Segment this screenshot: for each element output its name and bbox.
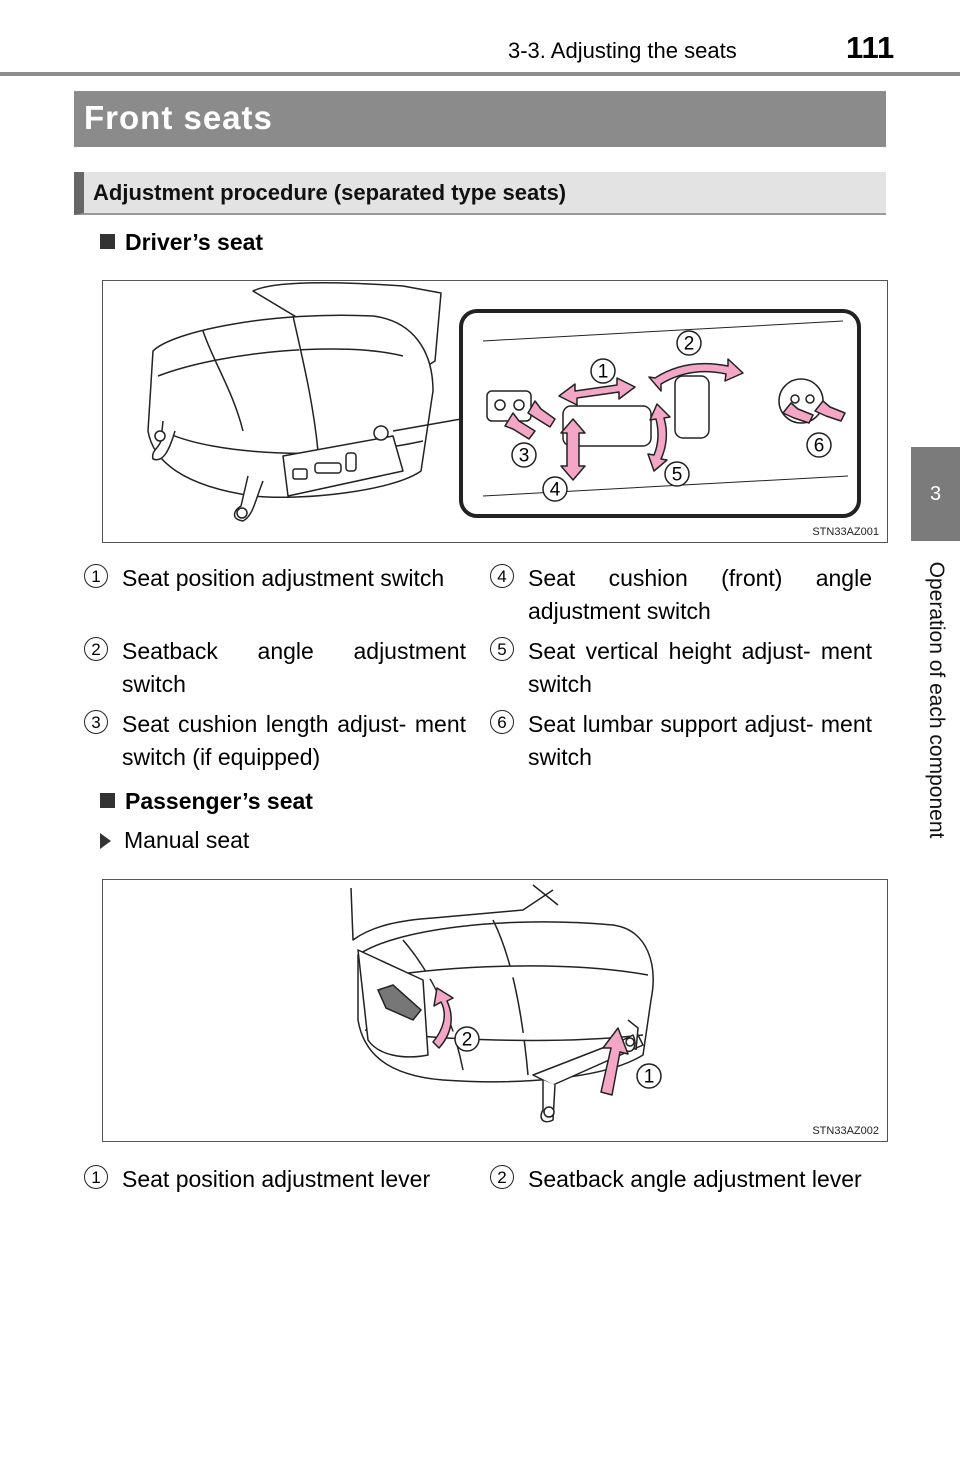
manual-seat-heading: Manual seat [100, 827, 249, 854]
subsection-title: Adjustment procedure (separated type sea… [93, 180, 567, 205]
subsection-bar: Adjustment procedure (separated type sea… [74, 172, 886, 215]
header-divider [0, 72, 960, 76]
page-title: Front seats [84, 99, 273, 136]
callout-2: 2 [462, 1030, 473, 1051]
passengers-seat-heading: Passenger’s seat [100, 788, 313, 815]
passengers-seat-illustration: 1 2 [350, 884, 662, 1123]
figure-code: STN33AZ002 [812, 1125, 879, 1137]
square-bullet-icon [100, 793, 115, 808]
callout-6: 6 [814, 436, 825, 457]
drivers-seat-heading: Driver’s seat [100, 229, 263, 256]
chapter-title: Operation of each component [925, 561, 948, 839]
triangle-bullet-icon [100, 833, 111, 849]
drivers-seat-figure: 1 2 3 4 5 6 STN33AZ001 [102, 280, 888, 543]
page-number: 111 [846, 30, 895, 65]
section-heading: 3-3. Adjusting the seats [508, 38, 737, 63]
callout-1: 1 [598, 362, 609, 383]
callout-3: 3 [519, 446, 530, 467]
passengers-seat-figure: 1 2 STN33AZ002 [102, 879, 888, 1142]
callout-5: 5 [672, 465, 683, 486]
figure-code: STN33AZ001 [812, 526, 879, 538]
page-title-bar: Front seats [74, 91, 886, 147]
callout-2: 2 [684, 334, 695, 355]
callout-4: 4 [550, 480, 561, 501]
drivers-seat-illustration: 1 2 3 4 5 6 [147, 281, 861, 522]
chapter-tab: 3 [911, 447, 960, 541]
callout-1: 1 [644, 1067, 655, 1088]
square-bullet-icon [100, 234, 115, 249]
